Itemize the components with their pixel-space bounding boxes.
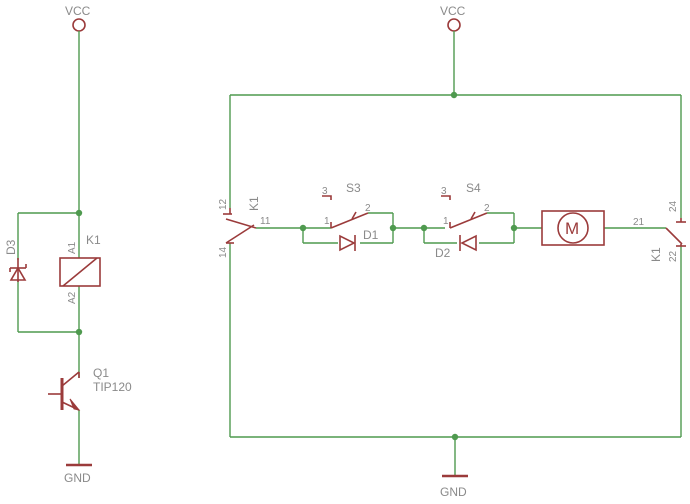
k1b-pin-21: 21 [633,217,645,228]
k1a-pin-11: 11 [260,216,271,227]
s4-label: S4 [466,181,481,195]
junction-dot [420,224,428,232]
k1-pin-a1: A1 [67,241,78,254]
s4-pin-2: 2 [484,203,490,214]
junction-dot [389,224,397,232]
s3-pin-3: 3 [322,186,328,197]
k1a-label: K1 [247,196,261,211]
s3-pin-1: 1 [324,216,330,227]
switch-s4: 3 S4 1 2 [441,181,490,229]
motor-symbol: M [565,219,579,238]
transistor-q1: Q1 TIP120 [48,366,132,411]
k1-pin-a2: A2 [67,291,78,304]
k1b-pin-22: 22 [668,250,679,262]
d1-label: D1 [363,228,379,242]
gnd-label-right: GND [440,485,467,499]
motor: M [541,210,605,246]
k1a-pin-14: 14 [218,246,229,258]
k1-coil-label: K1 [86,233,101,247]
junction-dot [299,224,307,232]
gnd-symbol-right: GND [440,474,468,499]
gnd-symbol-left: GND [64,463,92,485]
d3-label: D3 [4,239,18,255]
vcc-symbol-left: VCC [65,4,91,32]
vcc-label-left: VCC [65,4,91,18]
s4-pin-1: 1 [443,216,449,227]
s3-pin-2: 2 [365,203,371,214]
relay-k1-contact-left: 12 K1 11 14 [218,196,271,258]
junction-dot [451,433,459,441]
q1-value: TIP120 [93,380,132,394]
vcc-label-right: VCC [440,4,466,18]
d2-label: D2 [435,246,451,260]
diode-d2: D2 [435,234,477,260]
relay-k1-coil: K1 A1 A2 [59,233,101,304]
junction-dot [450,91,458,99]
gnd-label-left: GND [64,471,91,485]
k1b-label: K1 [649,247,663,262]
junction-dot [510,224,518,232]
k1a-pin-12: 12 [218,198,229,210]
s3-label: S3 [346,181,361,195]
relay-k1-contact-right: 21 24 K1 22 [633,200,686,262]
junction-dot [75,209,83,217]
s4-pin-3: 3 [441,186,447,197]
left-circuit: VCC D3 K1 A1 [4,4,132,485]
diode-d1: D1 [339,228,379,252]
switch-s3: 3 S3 1 2 [322,181,371,229]
q1-label: Q1 [93,366,109,380]
diode-d3: D3 [4,239,27,282]
k1b-pin-24: 24 [668,200,679,212]
junction-dot [75,328,83,336]
right-circuit: VCC [218,4,686,499]
vcc-symbol-right: VCC [440,4,466,32]
